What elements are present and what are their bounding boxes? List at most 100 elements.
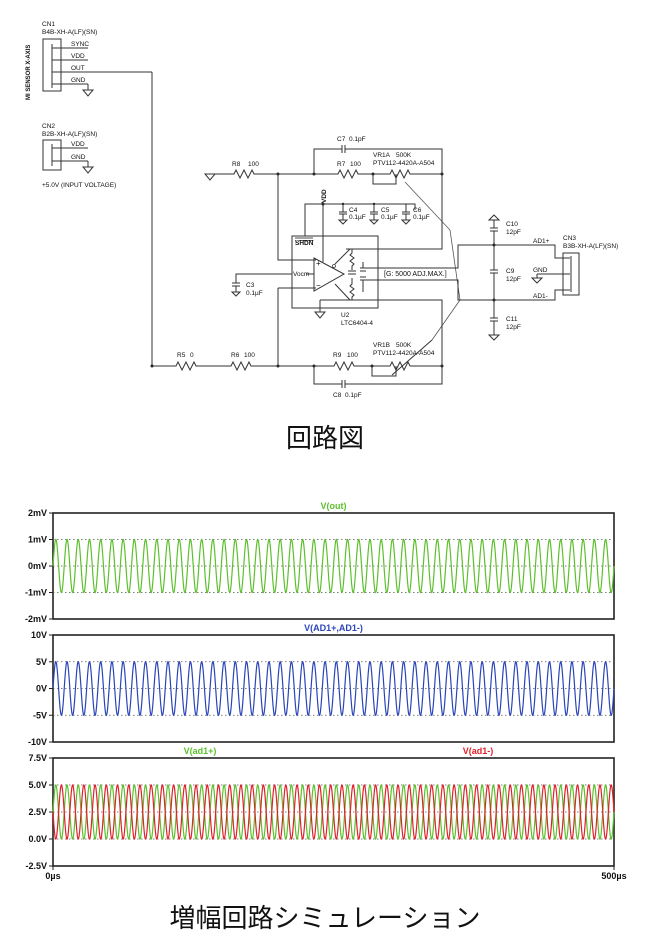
cn1-ref: CN1 (42, 21, 55, 28)
circuit-schematic: MI SENSOR X-AXIS CN1 B4B-XH-A(LF)(SN) SY… (26, 21, 618, 399)
c10-value: 12pF (506, 229, 521, 236)
cn2-pin-vdd: VDD (71, 141, 85, 148)
cn3-part: B3B-XH-A(LF)(SN) (563, 243, 618, 250)
y-tick-label: 5.0V (28, 780, 47, 790)
r6-label: R6 (231, 352, 240, 359)
r5-value: 0 (190, 352, 194, 359)
x-tick-label: 0µs (45, 871, 60, 881)
opamp-plus-input: + (316, 259, 321, 268)
r5-label: R5 (177, 352, 186, 359)
capacitor-c4: C4 0.1µF (337, 202, 366, 225)
cn3-pin-ad1-minus: AD1- (533, 293, 548, 300)
y-tick-label: -2.5V (25, 861, 47, 871)
ground-icon (81, 84, 95, 97)
vocm-label: Vocm (293, 271, 309, 278)
cn1-pin-vdd: VDD (71, 53, 85, 60)
ground-icon (530, 274, 544, 284)
c6-label: C6 (413, 207, 422, 214)
r9-value: 100 (347, 352, 358, 359)
u2-part: LTC6404-4 (341, 320, 373, 327)
x-tick-label: 500µs (601, 871, 626, 881)
ground-icon (203, 173, 217, 181)
y-tick-label: 0.0V (28, 834, 47, 844)
c11-value: 12pF (506, 324, 521, 331)
c5-value: 0.1µF (381, 214, 398, 221)
simulation-caption: 増幅回路シミュレーション (169, 904, 481, 934)
y-tick-label: 2mV (28, 508, 47, 518)
potentiometer-vr1a (373, 168, 442, 180)
r9-label: R9 (333, 352, 342, 359)
c7-label: C7 (337, 136, 346, 143)
plot-title: V(out) (321, 501, 347, 511)
ground-icon (313, 311, 327, 319)
r8-label: R8 (232, 161, 241, 168)
vr1a-label: VR1A (373, 152, 391, 159)
c6-value: 0.1µF (413, 214, 430, 221)
vdd-arrow-icon (487, 214, 501, 228)
c8-label: C8 (333, 392, 342, 399)
c9-value: 12pF (506, 276, 521, 283)
y-tick-label: 0mV (28, 561, 47, 571)
u2-ref: U2 (341, 312, 350, 319)
c5-label: C5 (381, 207, 390, 214)
r7-value: 100 (350, 161, 361, 168)
y-tick-label: 2.5V (28, 807, 47, 817)
vr1b-label: VR1B (373, 342, 390, 349)
potentiometer-vr1b (372, 360, 442, 372)
vr1a-value: 500K (396, 152, 412, 159)
y-tick-label: -10V (28, 737, 47, 747)
capacitor-c5: C5 0.1µF (368, 202, 398, 225)
c7-value: 0.1pF (349, 136, 366, 143)
opamp-minus-input: − (316, 281, 321, 290)
c3-value: 0.1µF (246, 290, 263, 297)
y-tick-label: -2mV (25, 614, 47, 624)
cn3-pin-gnd: GND (533, 267, 548, 274)
capacitor-c6: C6 0.1µF (400, 204, 430, 225)
series-line-v-out- (52, 538, 615, 594)
vr1a-part: PTV112-4420A-A504 (373, 160, 435, 167)
c3-label: C3 (246, 282, 255, 289)
y-tick-label: 7.5V (28, 753, 47, 763)
vr1b-value: 500K (396, 342, 412, 349)
cn3-ref: CN3 (563, 235, 576, 242)
y-tick-label: 10V (31, 630, 47, 640)
cn1-pin-out: OUT (71, 65, 85, 72)
r7-label: R7 (337, 161, 346, 168)
legend-entry: V(ad1+) (184, 746, 217, 756)
c10-label: C10 (506, 221, 518, 228)
cn2-pin-gnd: GND (71, 154, 86, 161)
resistor-r5 (170, 360, 230, 372)
cn1-pin-sync: SYNC (71, 41, 89, 48)
shdn-label: SHDN (295, 240, 314, 247)
c9-label: C9 (506, 268, 515, 275)
legend-entry: V(ad1-) (463, 746, 494, 756)
input-voltage-note: +5.0V (INPUT VOLTAGE) (42, 182, 116, 189)
y-tick-label: 5V (36, 657, 47, 667)
ground-icon (81, 161, 95, 174)
c4-value: 0.1µF (349, 214, 366, 221)
resistor-r9 (314, 360, 372, 372)
y-tick-label: -5V (33, 710, 47, 720)
capacitor-c3 (230, 282, 242, 297)
ground-icon (487, 334, 501, 341)
plot-title: V(AD1+,AD1-) (304, 623, 363, 633)
cn2-part: B2B-XH-A(LF)(SN) (42, 131, 97, 138)
vr1b-part: PTV112-4420A-A504 (373, 350, 435, 357)
cn3-pin-ad1-plus: AD1+ (533, 238, 550, 245)
r8-value: 100 (248, 161, 259, 168)
schematic-caption: 回路図 (285, 424, 364, 454)
connector-cn2: CN2 B2B-XH-A(LF)(SN) VDD GND +5.0V (INPU… (42, 123, 116, 189)
vdd-label: VDD (321, 189, 328, 203)
simulation-plots: 2mV1mV0mV-1mV-2mVV(out)10V5V0V-5V-10VV(A… (25, 501, 627, 881)
c4-label: C4 (349, 207, 358, 214)
y-tick-label: 1mV (28, 535, 47, 545)
r6-value: 100 (244, 352, 255, 359)
series-line-v-ad1-ad1- (52, 660, 615, 717)
cn2-ref: CN2 (42, 123, 55, 130)
opamp-u2: SHDN Vocm + − U2 LTC6404-4 (291, 235, 379, 327)
cn1-pin-gnd: GND (71, 77, 86, 84)
resistor-r8 (210, 168, 278, 180)
sensor-label: MI SENSOR X-AXIS (26, 45, 32, 100)
connector-cn1: CN1 B4B-XH-A(LF)(SN) SYNC VDD OUT GND (42, 21, 152, 97)
resistor-r6 (230, 360, 278, 372)
